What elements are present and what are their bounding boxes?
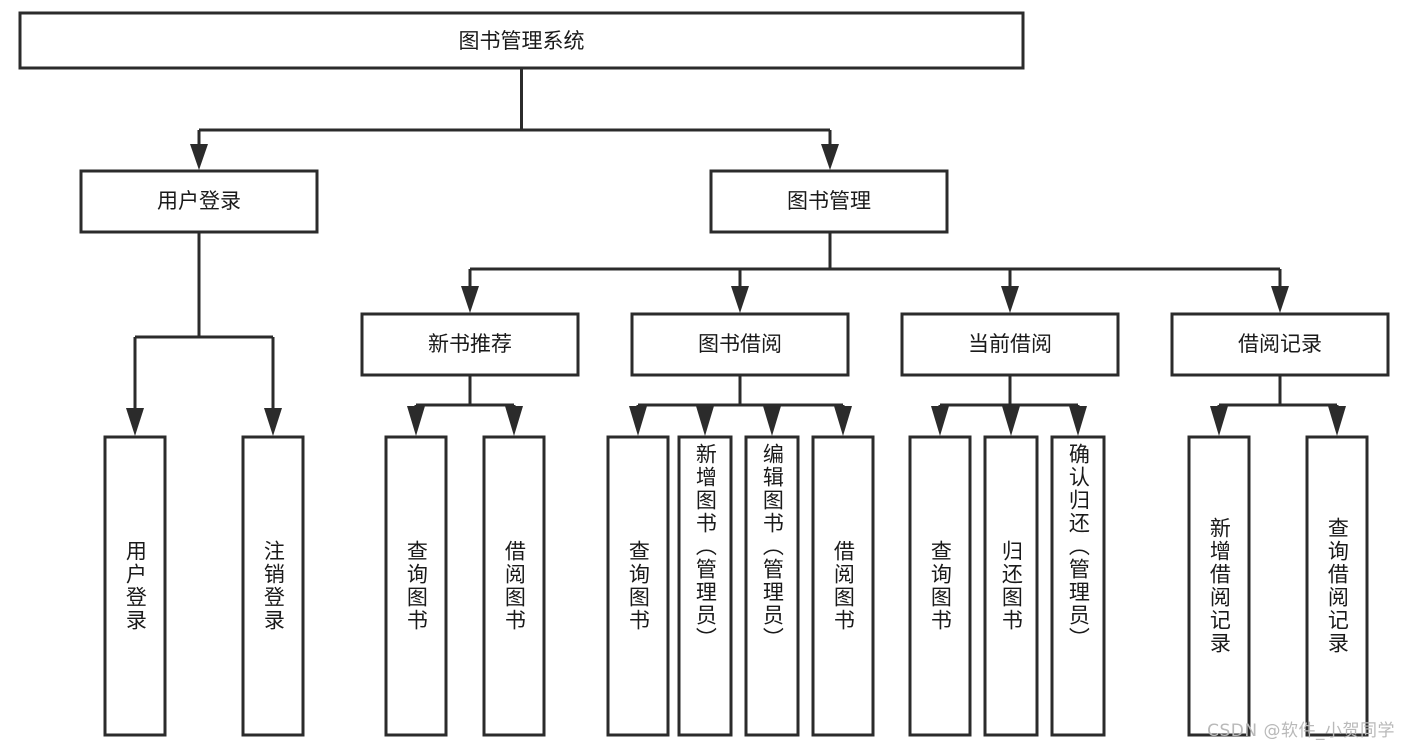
arrow-currentborrow-to-leaf3 bbox=[1069, 406, 1087, 436]
leaf-user-login-box[interactable] bbox=[103, 435, 167, 737]
leaf-query-book-borrow-box[interactable] bbox=[606, 435, 670, 737]
arrow-bookborrow-to-leaf4 bbox=[834, 406, 852, 436]
leaf-edit-book-box[interactable] bbox=[744, 435, 800, 737]
node-borrow-record-label: 借阅记录 bbox=[1238, 332, 1322, 356]
node-root[interactable]: 图书管理系统 bbox=[18, 11, 1025, 70]
node-book-manage-box[interactable] bbox=[709, 169, 949, 234]
leaf-borrow-book-box[interactable] bbox=[811, 435, 875, 737]
node-borrow-record[interactable]: 借阅记录 bbox=[1170, 312, 1390, 377]
arrow-currentborrow-to-leaf2 bbox=[1002, 406, 1020, 436]
arrow-borrowrecord-to-leaf2 bbox=[1328, 406, 1346, 436]
leaf-return-book-box[interactable] bbox=[983, 435, 1039, 737]
node-book-borrow[interactable]: 图书借阅 bbox=[630, 312, 850, 377]
arrow-bookborrow-to-leaf2 bbox=[696, 406, 714, 436]
node-root-label: 图书管理系统 bbox=[459, 29, 585, 53]
leaf-query-book-current-box[interactable] bbox=[908, 435, 972, 737]
node-user-login[interactable]: 用户登录 bbox=[79, 169, 319, 234]
node-layer: 图书管理系统 用户登录 图书管理 新书推荐 图书借阅 bbox=[18, 11, 1390, 737]
arrow-borrowrecord-to-leaf1 bbox=[1210, 406, 1228, 436]
node-new-book-recommend-box[interactable] bbox=[360, 312, 580, 377]
leaf-query-borrow-record-box[interactable] bbox=[1305, 435, 1369, 737]
arrow-recommend-to-leaf1 bbox=[407, 406, 425, 436]
node-borrow-record-box[interactable] bbox=[1170, 312, 1390, 377]
leaf-add-borrow-record-box[interactable] bbox=[1187, 435, 1251, 737]
node-user-login-box[interactable] bbox=[79, 169, 319, 234]
node-current-borrow-box[interactable] bbox=[900, 312, 1120, 377]
arrow-bookborrow-to-leaf3 bbox=[763, 406, 781, 436]
arrow-userlogin-to-leaf1 bbox=[126, 408, 144, 436]
node-new-book-recommend[interactable]: 新书推荐 bbox=[360, 312, 580, 377]
leaf-borrow-book-recommend-box[interactable] bbox=[482, 435, 546, 737]
arrow-userlogin-to-leaf2 bbox=[264, 408, 282, 436]
node-book-borrow-box[interactable] bbox=[630, 312, 850, 377]
node-current-borrow-label: 当前借阅 bbox=[968, 332, 1052, 356]
arrow-recommend-to-leaf2 bbox=[505, 406, 523, 436]
arrow-bookmanage-to-record bbox=[1271, 286, 1289, 313]
arrow-root-to-book-manage bbox=[821, 144, 839, 170]
node-book-manage[interactable]: 图书管理 bbox=[709, 169, 949, 234]
arrow-bookborrow-to-leaf1 bbox=[629, 406, 647, 436]
node-new-book-recommend-label: 新书推荐 bbox=[428, 332, 512, 356]
leaf-query-book-recommend-box[interactable] bbox=[384, 435, 448, 737]
node-user-login-label: 用户登录 bbox=[157, 189, 241, 213]
leaf-confirm-return-box[interactable] bbox=[1050, 435, 1106, 737]
arrow-root-to-user-login bbox=[190, 144, 208, 170]
leaf-add-book-box[interactable] bbox=[677, 435, 733, 737]
node-current-borrow[interactable]: 当前借阅 bbox=[900, 312, 1120, 377]
arrow-bookmanage-to-current bbox=[1001, 286, 1019, 313]
watermark: CSDN @软件_小贺同学 bbox=[1207, 721, 1395, 741]
arrow-currentborrow-to-leaf1 bbox=[931, 406, 949, 436]
node-book-manage-label: 图书管理 bbox=[787, 189, 871, 213]
leaf-user-logout-box[interactable] bbox=[241, 435, 305, 737]
arrow-bookmanage-to-borrow bbox=[731, 286, 749, 313]
connector-layer bbox=[126, 68, 1346, 436]
node-book-borrow-label: 图书借阅 bbox=[698, 332, 782, 356]
node-root-box[interactable] bbox=[18, 11, 1025, 70]
arrow-bookmanage-to-recommend bbox=[461, 286, 479, 313]
